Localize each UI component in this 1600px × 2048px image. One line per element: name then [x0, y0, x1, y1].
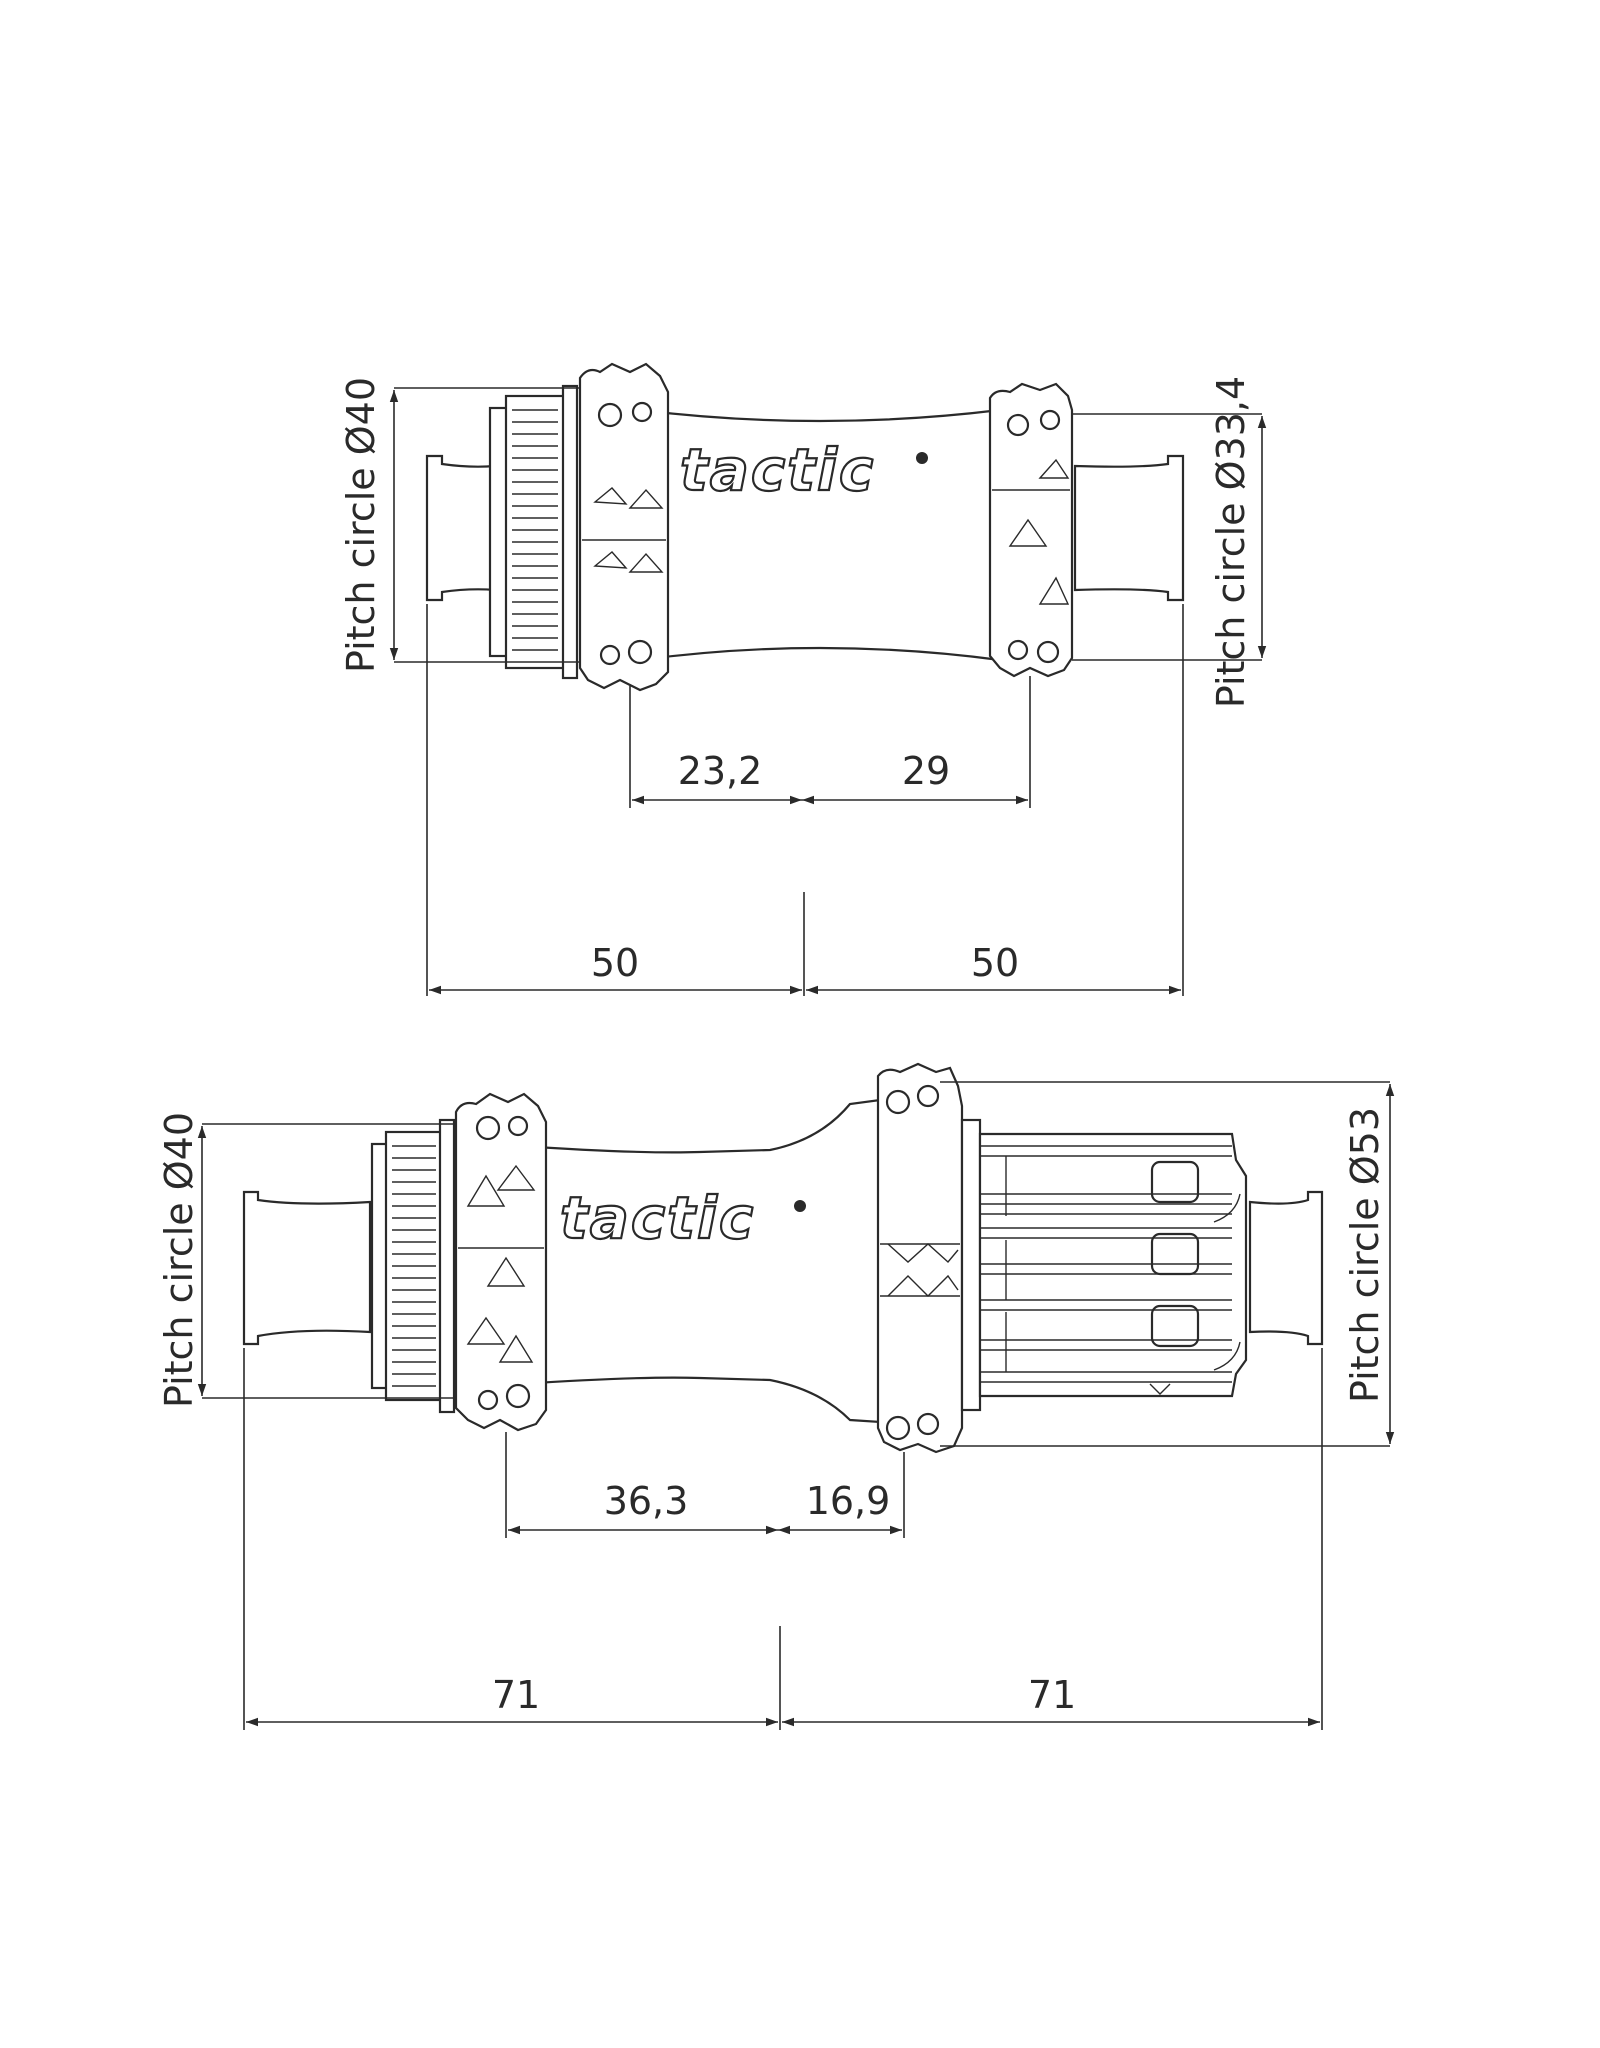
rear-flange-right	[876, 1062, 964, 1454]
front-rotor-mount	[488, 384, 579, 680]
rear-end-dims: 71 71	[243, 1348, 1323, 1730]
front-hub: tactic Pitch circle Ø40 Pitch circle Ø33…	[339, 362, 1267, 996]
rear-axle-left	[242, 1190, 372, 1346]
front-dim-flange-right: 29	[902, 749, 950, 793]
rear-rotor-mount	[370, 1118, 456, 1414]
front-pitch-circle-left-label: Pitch circle Ø40	[339, 377, 383, 673]
front-flange-left	[578, 362, 670, 692]
front-dim-end-right: 50	[971, 941, 1019, 985]
rear-axle-right	[1248, 1190, 1324, 1346]
rear-pitch-circle-right-label: Pitch circle Ø53	[1343, 1107, 1387, 1403]
rear-logo-dot	[794, 1200, 806, 1212]
front-axle-left	[425, 454, 497, 602]
front-end-dims: 50 50	[426, 604, 1184, 996]
front-axle-right	[1073, 454, 1185, 602]
front-brand-logo: tactic	[680, 436, 875, 504]
rear-pitch-circle-left-label: Pitch circle Ø40	[157, 1112, 201, 1408]
rear-hub: tactic	[157, 1062, 1395, 1730]
rear-dim-end-right: 71	[1028, 1673, 1076, 1717]
rear-flange-dims: 36,3 16,9	[505, 1432, 905, 1538]
rear-dim-flange-right: 16,9	[806, 1479, 891, 1523]
rear-hub-shell	[518, 1098, 882, 1424]
front-dim-flange-left: 23,2	[678, 749, 763, 793]
front-pitch-circle-right-dim: Pitch circle Ø33,4	[1072, 376, 1267, 708]
front-pitch-circle-left-dim: Pitch circle Ø40	[339, 377, 580, 673]
front-dim-end-left: 50	[591, 941, 639, 985]
front-pitch-circle-right-label: Pitch circle Ø33,4	[1209, 376, 1253, 708]
rear-flange-left	[454, 1092, 548, 1432]
rear-dim-end-left: 71	[492, 1673, 540, 1717]
rear-freehub-body	[960, 1118, 1248, 1412]
rear-pitch-circle-right-dim: Pitch circle Ø53	[940, 1081, 1395, 1447]
front-logo-dot	[916, 452, 928, 464]
front-flange-right	[988, 382, 1074, 678]
rear-dim-flange-left: 36,3	[604, 1479, 689, 1523]
front-flange-dims: 23,2 29	[629, 676, 1031, 808]
rear-brand-logo: tactic	[560, 1184, 755, 1252]
